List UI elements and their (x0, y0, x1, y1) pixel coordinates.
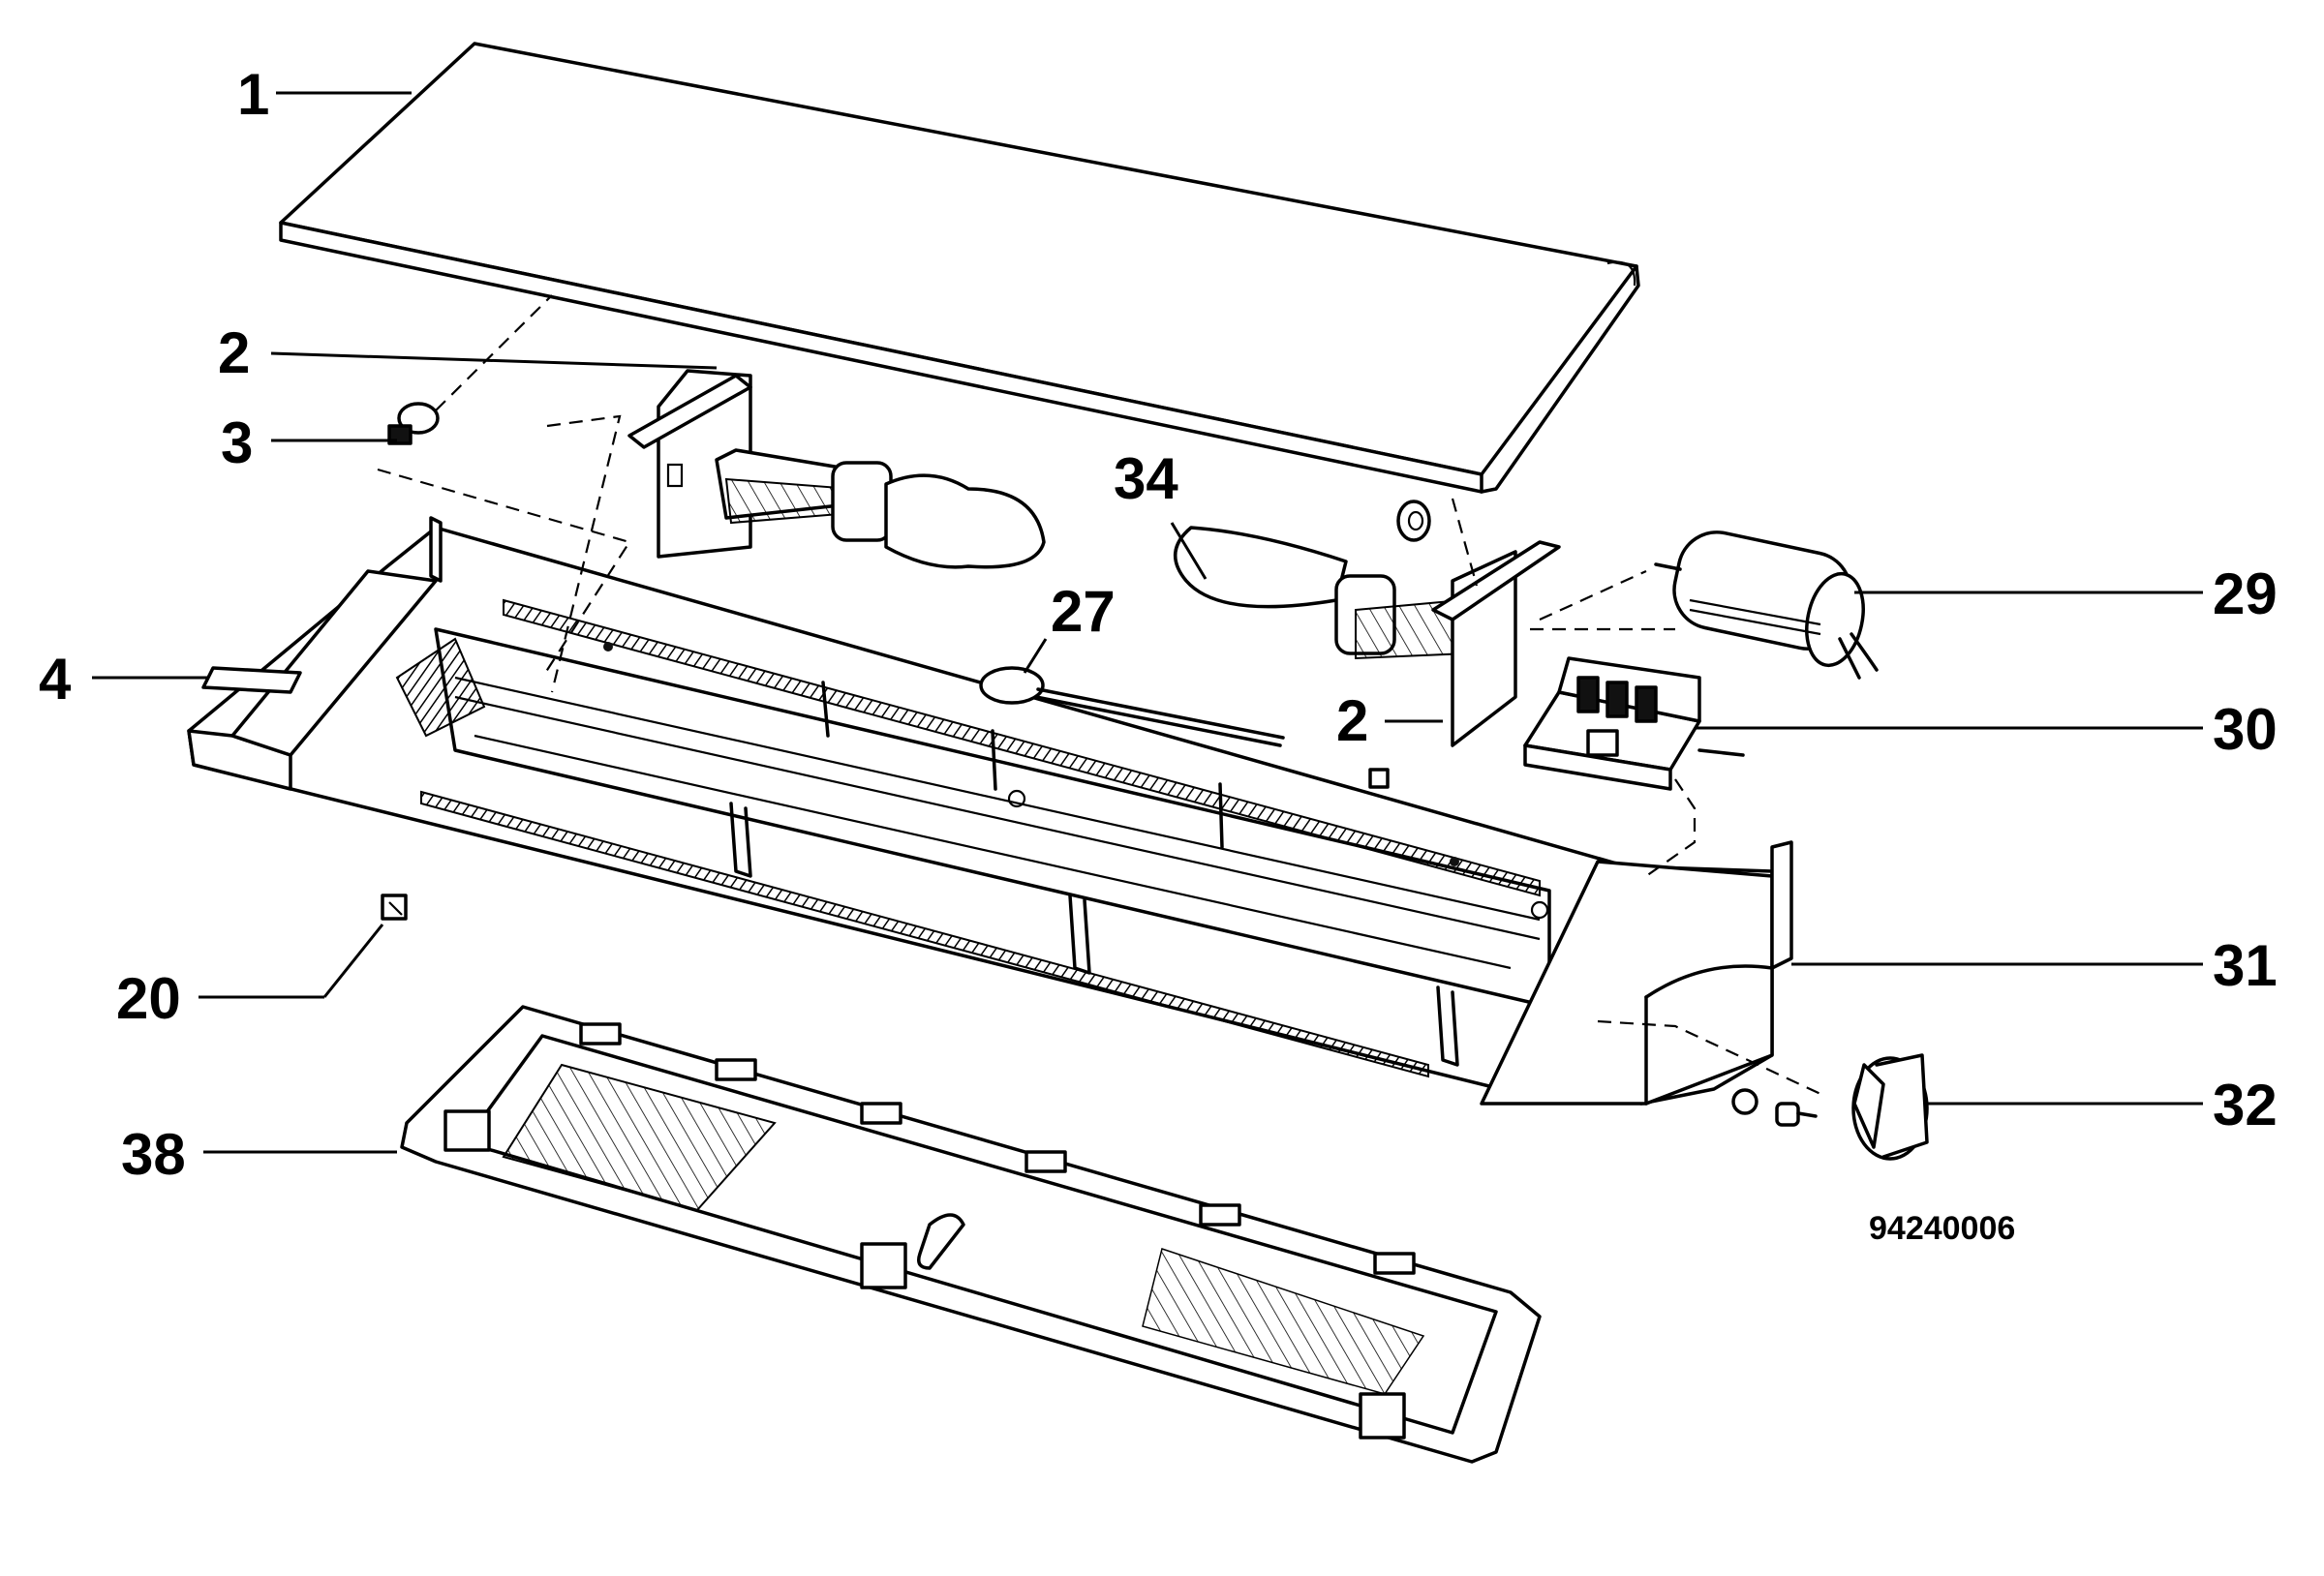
cover-plate (279, 42, 1640, 494)
label-4: 4 (39, 647, 72, 712)
leader-lines (92, 91, 2203, 1154)
label-29: 29 (2213, 561, 2278, 626)
label-20: 20 (116, 966, 181, 1031)
left-bulb (715, 448, 1046, 569)
small-clip (381, 894, 408, 921)
switch-block (1523, 656, 1745, 791)
label-27: 27 (1051, 579, 1116, 644)
label-2-left: 2 (218, 320, 250, 385)
knob-screw (1731, 1088, 1818, 1127)
drawing-number: 94240006 (1869, 1210, 2015, 1247)
assembly-dashed-lines (377, 294, 1821, 1095)
lever (979, 666, 1285, 747)
capacitor (1654, 530, 1879, 680)
label-30: 30 (2213, 697, 2278, 762)
bottom-tray (400, 1005, 1542, 1464)
label-38: 38 (121, 1122, 186, 1187)
control-knob (1851, 1053, 1929, 1161)
label-34: 34 (1114, 446, 1178, 511)
label-2-right: 2 (1336, 688, 1368, 753)
label-31: 31 (2213, 933, 2278, 998)
label-32: 32 (2213, 1073, 2278, 1137)
right-bulb-holder (1396, 500, 1561, 747)
front-tab (201, 666, 302, 694)
part-labels: 1 2 3 4 20 38 27 34 2 29 30 31 32 942400… (39, 62, 2278, 1247)
label-3: 3 (221, 410, 253, 475)
label-1: 1 (237, 62, 269, 127)
main-housing (187, 516, 1793, 1106)
right-bulb (1173, 526, 1469, 660)
mounting-nut (387, 402, 440, 445)
